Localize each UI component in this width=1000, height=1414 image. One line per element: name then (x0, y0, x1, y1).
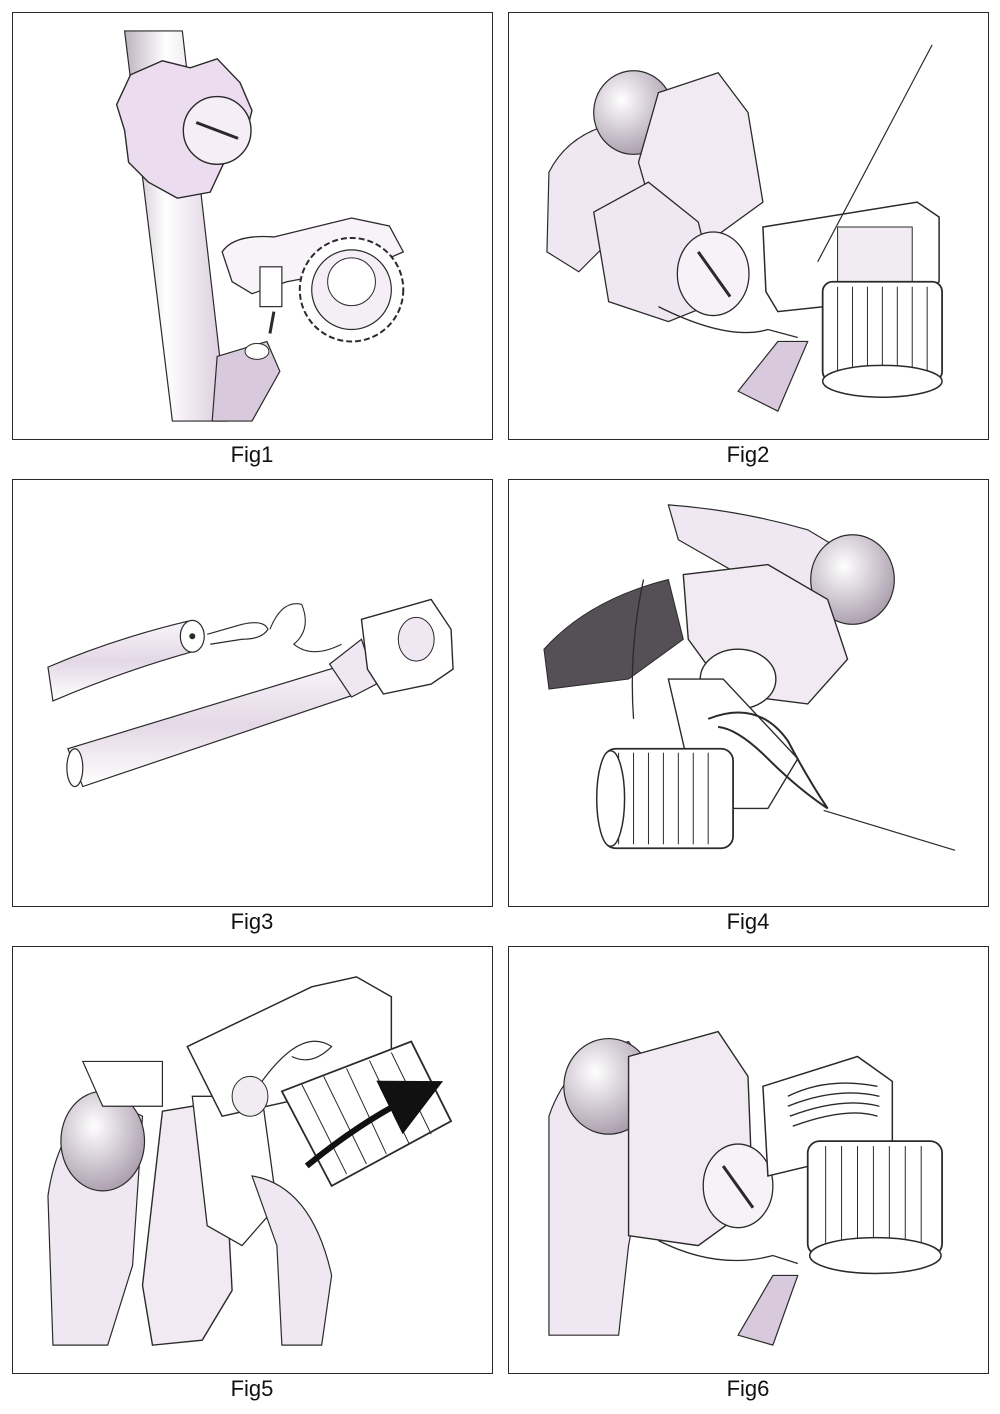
figure-3-panel (12, 479, 493, 907)
figure-6-illustration (548, 1030, 943, 1346)
figure-4-caption: Fig4 (726, 909, 770, 934)
figure-6-panel (508, 946, 989, 1374)
figure-5-illustration (47, 976, 453, 1346)
figure-6-caption: Fig6 (726, 1376, 770, 1401)
figure-2-caption: Fig2 (726, 442, 770, 467)
figure-1-panel (12, 12, 493, 440)
figure-2-illustration (546, 44, 943, 412)
figure-3-caption: Fig3 (230, 909, 274, 934)
figure-4-panel (508, 479, 989, 907)
figure-1-illustration (115, 30, 405, 422)
figure-1-caption: Fig1 (230, 442, 274, 467)
figure-3-illustration (47, 598, 454, 788)
figure-4-illustration (543, 504, 956, 851)
figure-2-panel (508, 12, 989, 440)
figure-5-panel (12, 946, 493, 1374)
figure-5-caption: Fig5 (230, 1376, 274, 1401)
